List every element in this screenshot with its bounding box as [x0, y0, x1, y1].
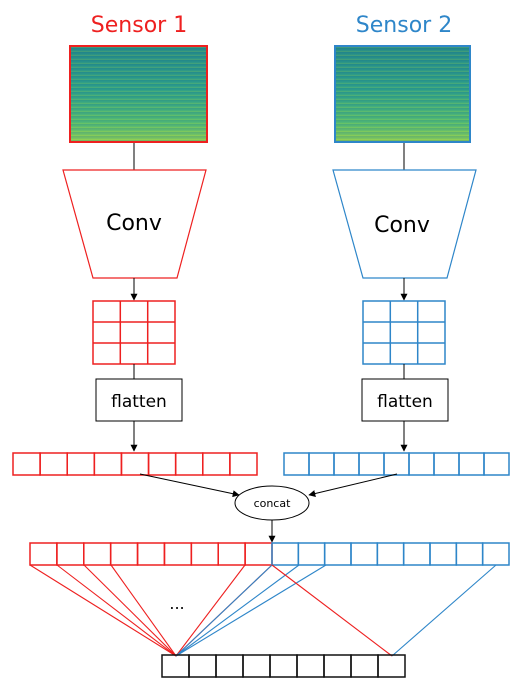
- sensor-2-vector-cell: [308, 452, 335, 476]
- sensor-2-vector-cell: [333, 452, 360, 476]
- connection-line: [175, 564, 273, 657]
- sensor-1-feature-map: [92, 300, 176, 365]
- combined-s2-cell: [350, 542, 379, 566]
- output-cell: [350, 654, 379, 678]
- connection-line: [391, 564, 497, 657]
- output-cell: [188, 654, 217, 678]
- ellipsis-label: ...: [169, 594, 184, 613]
- sensor-2-flatten-label: flatten: [377, 392, 433, 412]
- sensor-1-vector-cell: [229, 452, 258, 476]
- output-cell: [296, 654, 325, 678]
- sensor-1-spectrogram: [69, 45, 208, 143]
- combined-s1-cell: [190, 542, 219, 566]
- sensor-2-vector-cell: [458, 452, 485, 476]
- combined-s1-cell: [136, 542, 166, 566]
- sensor-2-conv-label: Conv: [374, 213, 430, 238]
- combined-s1-cell: [109, 542, 139, 566]
- sensor-1-flatten-box: [95, 378, 183, 422]
- sensor-2-title: Sensor 2: [356, 13, 452, 38]
- sensor-1-conv-block: [62, 169, 207, 279]
- sensor-2-flatten-box: [361, 378, 449, 422]
- connection-line: [83, 564, 177, 657]
- sensor-1-vector-cell: [39, 452, 68, 476]
- sensor-1-vector-cell: [147, 452, 177, 476]
- sensor-1-vector-cell: [12, 452, 41, 476]
- output-cell: [377, 654, 406, 678]
- combined-s2-cell: [481, 542, 510, 566]
- combined-s2-cell: [323, 542, 352, 566]
- output-cell: [269, 654, 298, 678]
- output-cell: [242, 654, 271, 678]
- output-cell: [215, 654, 244, 678]
- connection-line: [271, 564, 393, 657]
- sensor-2-conv-block: [332, 169, 477, 279]
- combined-s1-cell: [29, 542, 58, 566]
- sensor-2-vector-cell: [408, 452, 435, 476]
- sensor-2-vector-cell: [283, 452, 310, 476]
- combined-s1-cell: [83, 542, 112, 566]
- combined-s1-cell: [163, 542, 193, 566]
- connection-line: [175, 564, 246, 657]
- combined-s2-cell: [429, 542, 458, 566]
- output-cell: [161, 654, 190, 678]
- sensor-1-title: Sensor 1: [91, 13, 187, 38]
- sensor-1-vector: [12, 452, 258, 476]
- combined-s2-cell: [271, 542, 300, 566]
- connection-line: [29, 564, 177, 657]
- sensor-1-vector-cell: [66, 452, 96, 476]
- combined-s2-cell: [402, 542, 431, 566]
- sensor-2-vector-cell: [483, 452, 510, 476]
- sensor-2-vector: [283, 452, 510, 476]
- arrow-vector1-concat: [139, 473, 240, 498]
- sensor-2-spectrogram: [334, 45, 471, 143]
- combined-s1-cell: [244, 542, 273, 566]
- combined-s2-cell: [297, 542, 326, 566]
- sensor-1-vector-cell: [202, 452, 231, 476]
- combined-s2-cell: [455, 542, 484, 566]
- connection-line: [110, 564, 177, 657]
- arrow-vector2-concat: [308, 473, 398, 497]
- dense-connections: [29, 564, 497, 657]
- combined-vector-sensor-2: [271, 542, 510, 566]
- connection-line: [175, 564, 300, 657]
- sensor-1-conv-label: Conv: [106, 211, 162, 236]
- sensor-2-vector-cell: [433, 452, 460, 476]
- sensor-1-vector-cell: [120, 452, 150, 476]
- sensor-2-vector-cell: [383, 452, 410, 476]
- output-vector: [161, 654, 406, 678]
- combined-s2-cell: [376, 542, 405, 566]
- sensor-1-vector-cell: [93, 452, 123, 476]
- connection-line: [56, 564, 177, 657]
- concat-label: concat: [254, 497, 292, 510]
- sensor-2-feature-map: [362, 300, 446, 365]
- connection-line: [175, 564, 327, 657]
- combined-s1-cell: [217, 542, 246, 566]
- combined-s1-cell: [56, 542, 85, 566]
- output-cell: [323, 654, 352, 678]
- sensor-1-flatten-label: flatten: [111, 392, 167, 412]
- sensor-1-vector-cell: [174, 452, 204, 476]
- sensor-2-vector-cell: [358, 452, 385, 476]
- combined-vector-sensor-1: [29, 542, 273, 566]
